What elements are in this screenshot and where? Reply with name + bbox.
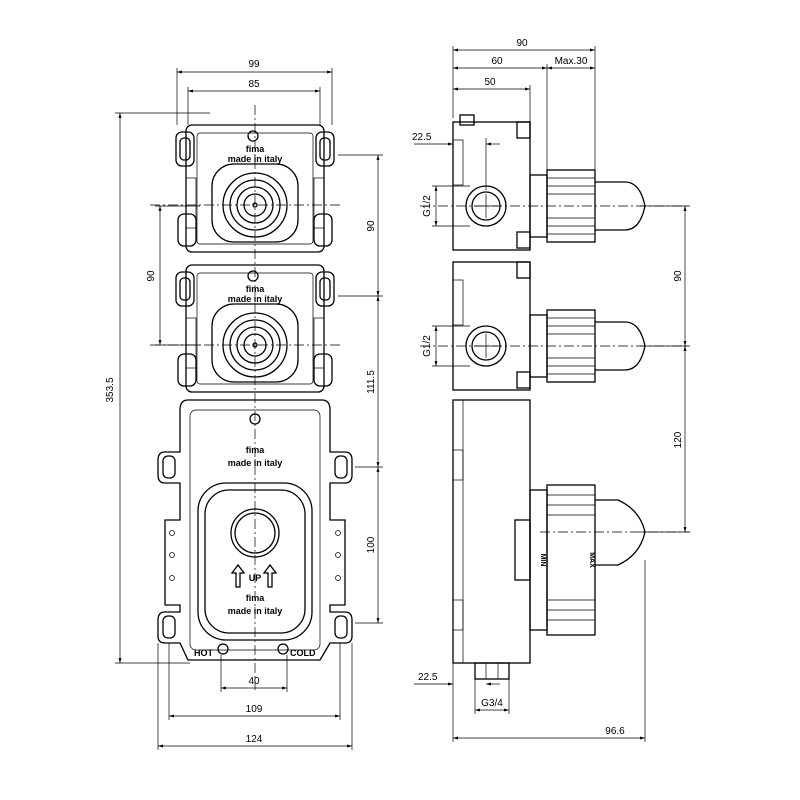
dim-top-22-5: 22.5: [412, 132, 500, 190]
dim-g34-label: G3/4: [481, 698, 503, 709]
dim-90-right: 90: [338, 154, 383, 297]
dim-90-left-label: 90: [146, 270, 157, 282]
side-view: 90 60 Max.30 50 22.5 G1/2: [412, 38, 690, 742]
mixer-made-in-top: made in italy: [228, 458, 283, 468]
module-1-brand: fima: [246, 144, 266, 154]
dim-353-5: 353.5: [105, 112, 210, 664]
hot-label: HOT: [194, 648, 214, 658]
dim-40: 40: [220, 655, 288, 692]
dim-top-22-5-label: 22.5: [412, 132, 432, 143]
max-mark: MAX: [588, 552, 595, 568]
dim-side-90-label: 90: [516, 38, 528, 49]
dim-100-label: 100: [366, 536, 377, 553]
dim-max30-label: Max.30: [555, 56, 588, 67]
mixer-brand-top: fima: [246, 445, 266, 455]
dim-g34: G3/4: [474, 679, 510, 714]
dim-side-90: 90: [452, 38, 596, 175]
dim-96-6-label: 96.6: [605, 726, 625, 737]
dim-111-5-label: 111.5: [366, 370, 377, 394]
dim-109-label: 109: [246, 704, 263, 715]
dim-109: 109: [168, 643, 341, 720]
dim-99-label: 99: [248, 59, 260, 70]
side-body-lower: MIN MAX: [452, 399, 646, 680]
dim-40-label: 40: [248, 676, 260, 687]
dim-side-50: 50: [453, 77, 531, 122]
dim-85: 85: [187, 79, 321, 125]
dim-124-label: 124: [246, 734, 263, 745]
dim-side-v90-label: 90: [673, 270, 684, 282]
dim-111-5: 111.5: [355, 296, 383, 468]
dim-124: 124: [157, 643, 353, 750]
dim-100: 100: [355, 467, 383, 624]
dim-353-5-label: 353.5: [105, 377, 116, 402]
dim-bot-22-5-label: 22.5: [418, 672, 438, 683]
side-body-upper: [452, 114, 531, 391]
dim-side-60: 60: [453, 56, 548, 170]
dim-side-v90: 90: [640, 205, 690, 347]
front-view: 99 85 353.5 90 90: [105, 59, 383, 750]
min-mark: MIN: [539, 554, 546, 567]
cold-snowflake-icon: [277, 643, 289, 655]
dim-90-left: 90: [146, 205, 200, 346]
dim-side-50-label: 50: [484, 77, 496, 88]
dim-96-6: 96.6: [452, 560, 646, 742]
hot-flame-icon: [217, 643, 229, 655]
dim-side-60-label: 60: [491, 56, 503, 67]
dim-90-right-label: 90: [366, 220, 377, 232]
mixer-brand-bottom: fima: [246, 593, 266, 603]
dim-85-label: 85: [248, 79, 260, 90]
dim-99: 99: [176, 59, 333, 125]
dim-side-v120: 120: [640, 346, 690, 533]
dim-max30: Max.30: [547, 56, 595, 70]
cold-label: COLD: [290, 648, 316, 658]
dim-side-v120-label: 120: [673, 431, 684, 448]
dim-bot-22-5: 22.5: [414, 672, 500, 686]
module-2-brand: fima: [246, 284, 266, 294]
